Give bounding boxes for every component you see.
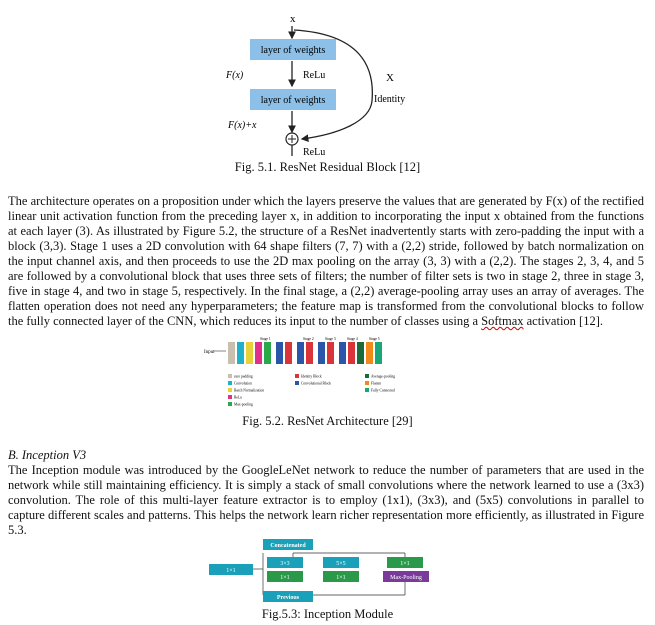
max-pooling-label: Max-Pooling <box>390 575 422 581</box>
conv-1x1-mid-a-label: 1×1 <box>280 575 289 581</box>
legend-swatch <box>228 388 232 392</box>
legend-swatch <box>228 381 232 385</box>
figure-5-3-caption: Fig.5.3: Inception Module <box>261 607 394 621</box>
stage-label: Stage 3 <box>325 337 336 341</box>
resnet-paragraph-text: The architecture operates on a propositi… <box>8 194 644 328</box>
previous-box <box>263 591 313 602</box>
block-average-pooling <box>357 342 364 364</box>
weights-layer-2 <box>250 89 336 110</box>
legend-swatch <box>365 374 369 378</box>
weights-layer-1-label: layer of weights <box>261 45 326 56</box>
block-batch-normalization <box>246 342 253 364</box>
block-identity-block <box>327 342 334 364</box>
weights-layer-1 <box>250 39 336 60</box>
block-convolutional-block <box>339 342 346 364</box>
conv-1x1-top-box <box>387 557 423 568</box>
legend-swatch <box>228 374 232 378</box>
relu-mid-label: ReLu <box>303 70 325 81</box>
previous-label: Previous <box>277 595 300 601</box>
block-max-pooling <box>264 342 271 364</box>
conv-3x3-box <box>267 557 303 568</box>
identity-label: Identity <box>374 94 405 105</box>
fxx-label: F(x)+x <box>227 120 257 131</box>
conv-1x1-mid-b-box <box>323 571 359 582</box>
conv-5x5-box <box>323 557 359 568</box>
stage-label: Stage 4 <box>347 337 358 341</box>
conv-1x1-left-box <box>209 564 253 575</box>
legend-label: Flatten <box>371 382 381 386</box>
stage-label: Stage 1 <box>260 337 271 341</box>
conv-1x1-mid-b-label: 1×1 <box>336 575 345 581</box>
conv-1x1-mid-a-box <box>267 571 303 582</box>
legend-label: Fully Connected <box>371 389 395 393</box>
inception-module-diagram: Concatenated 3×3 5×5 1×1 1×1 1×1 1×1 Max… <box>209 539 429 602</box>
block-convolutional-block <box>318 342 325 364</box>
legend-label: Convolutional Block <box>301 382 331 386</box>
legend-label: Batch Normalization <box>234 389 264 393</box>
block-fully-connected <box>375 342 382 364</box>
stage-label: Stage 2 <box>303 337 314 341</box>
block-identity-block <box>285 342 292 364</box>
block-flatten <box>366 342 373 364</box>
block-identity-block <box>306 342 313 364</box>
block-identity-block <box>348 342 355 364</box>
resnet-paragraph-end: activation [12]. <box>523 314 603 328</box>
stage-label: Stage 5 <box>369 337 380 341</box>
legend-label: Max-pooling <box>234 403 253 407</box>
block-zero-padding <box>228 342 235 364</box>
max-pooling-box <box>383 571 429 582</box>
block-convolutional-block <box>276 342 283 364</box>
legend-swatch <box>295 381 299 385</box>
legend-swatch <box>365 388 369 392</box>
residual-block-diagram: x layer of weights F(x) ReLu layer of we… <box>225 13 405 156</box>
conv-1x1-top-label: 1×1 <box>400 561 409 567</box>
concatenated-box <box>263 539 313 550</box>
section-heading-inception: B. Inception V3 <box>8 448 87 462</box>
identity-x-label: X <box>386 72 394 84</box>
conv-5x5-label: 5×5 <box>336 561 345 567</box>
inception-paragraph: The Inception module was introduced by t… <box>8 463 644 537</box>
resnet-paragraph: The architecture operates on a propositi… <box>8 194 644 329</box>
conv-3x3-label: 3×3 <box>280 561 289 567</box>
resnet-stage-blocks: Stage 1 Stage 2 Stage 3 Stage 4 Stage 5 <box>228 337 382 364</box>
relu-bottom-label: ReLu <box>303 147 325 156</box>
block-relu <box>255 342 262 364</box>
legend-label: Convolution <box>234 382 252 386</box>
figure-5-2-caption: Fig. 5.2. ResNet Architecture [29] <box>242 414 413 428</box>
legend-label: zero padding <box>234 375 253 379</box>
weights-layer-2-label: layer of weights <box>261 95 326 106</box>
legend-label: Identity Block <box>301 375 322 379</box>
legend-label: ReLu <box>234 396 242 400</box>
conv-1x1-left-label: 1×1 <box>226 568 235 574</box>
legend-swatch <box>228 402 232 406</box>
legend-label: Average-pooling <box>371 375 395 379</box>
legend-swatch <box>228 395 232 399</box>
input-x-label: x <box>290 13 296 25</box>
resnet-input-label: Input <box>204 350 215 355</box>
block-convolutional-block <box>297 342 304 364</box>
identity-skip-path <box>293 29 374 143</box>
softmax-word: Softmax <box>481 314 524 328</box>
legend-swatch <box>295 374 299 378</box>
figure-5-1-caption: Fig. 5.1. ResNet Residual Block [12] <box>234 160 421 174</box>
concatenated-label: Concatenated <box>270 543 306 549</box>
block-convolution <box>237 342 244 364</box>
fx-label: F(x) <box>225 70 244 81</box>
legend-swatch <box>365 381 369 385</box>
